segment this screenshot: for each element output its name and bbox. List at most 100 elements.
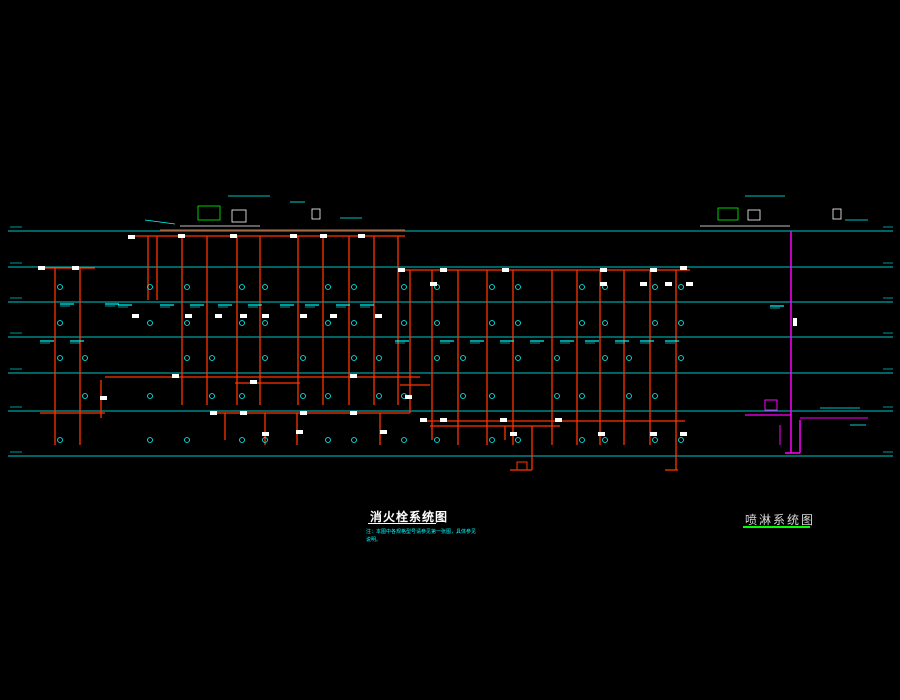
alarm-valve [764, 399, 778, 411]
hydrant-symbol [262, 437, 268, 443]
hydrant-symbol [434, 355, 440, 361]
hydrant-symbol [239, 320, 245, 326]
hydrant-symbol [351, 284, 357, 290]
hydrant-symbol [678, 284, 684, 290]
tag-box [185, 314, 192, 318]
hydrant-symbol [184, 437, 190, 443]
tag-box [128, 235, 135, 239]
hydrant-symbol [460, 355, 466, 361]
hydrant-symbol [602, 355, 608, 361]
hydrant-symbol [626, 355, 632, 361]
tag-box [350, 411, 357, 415]
hydrant-symbol [262, 355, 268, 361]
tag-box [686, 282, 693, 286]
tag-box [440, 418, 447, 422]
hydrant-symbol [554, 355, 560, 361]
tag-box [290, 234, 297, 238]
tag-box [793, 318, 797, 326]
tag-box [650, 268, 657, 272]
tag-box [215, 314, 222, 318]
tag-box [300, 411, 307, 415]
tag-box [555, 418, 562, 422]
tag-box [210, 411, 217, 415]
hydrant-symbol [147, 393, 153, 399]
hydrant-symbol [489, 284, 495, 290]
tag-box [380, 430, 387, 434]
tag-box [296, 430, 303, 434]
hydrant-symbol [579, 320, 585, 326]
hydrant-symbol [489, 437, 495, 443]
hydrant-symbol [515, 355, 521, 361]
water-tank [197, 205, 221, 221]
hydrant-symbol [579, 393, 585, 399]
hydrant-symbol [239, 284, 245, 290]
hydrant-symbol [602, 320, 608, 326]
tag-box [350, 374, 357, 378]
hydrant-symbol [401, 320, 407, 326]
tag-box [420, 418, 427, 422]
tag-box [600, 282, 607, 286]
hydrant-symbol [554, 393, 560, 399]
tag-box [38, 266, 45, 270]
hydrant-symbol [401, 284, 407, 290]
tag-box [178, 234, 185, 238]
hydrant-symbol [678, 320, 684, 326]
tag-box [262, 314, 269, 318]
hydrant-symbol [376, 355, 382, 361]
hydrant-symbol [652, 320, 658, 326]
tag-box [72, 266, 79, 270]
hydrant-symbol [515, 284, 521, 290]
tag-box [262, 432, 269, 436]
hydrant-symbol [209, 393, 215, 399]
hydrant-symbol [147, 320, 153, 326]
hydrant-symbol [579, 437, 585, 443]
tag-box [398, 268, 405, 272]
valve-box [516, 461, 528, 471]
hydrant-symbol [325, 393, 331, 399]
tag-box [440, 268, 447, 272]
hydrant-symbol [626, 393, 632, 399]
tag-box [375, 314, 382, 318]
sprinkler-title-underline [743, 526, 810, 528]
pump-box [231, 209, 247, 223]
tag-box [680, 266, 687, 270]
hydrant-symbol [325, 320, 331, 326]
tag-box [405, 395, 412, 399]
hydrant-symbol [239, 437, 245, 443]
hydrant-symbol [515, 437, 521, 443]
hydrant-symbol [652, 437, 658, 443]
hydrant-symbol [652, 284, 658, 290]
hydrant-system-title: 消火栓系统图 [370, 510, 449, 524]
tag-box [100, 396, 107, 400]
tag-box [240, 411, 247, 415]
hydrant-symbol [82, 393, 88, 399]
hydrant-symbol [489, 320, 495, 326]
hydrant-symbol [57, 284, 63, 290]
hydrant-symbol [325, 437, 331, 443]
tag-box [430, 282, 437, 286]
tag-box [600, 268, 607, 272]
tag-box [240, 314, 247, 318]
tag-box [500, 418, 507, 422]
sprinkler-system-title: 喷淋系统图 [745, 513, 816, 527]
hydrant-symbol [401, 437, 407, 443]
hydrant-symbol [209, 355, 215, 361]
hydrant-symbol [678, 437, 684, 443]
hydrant-symbol [184, 284, 190, 290]
hydrant-symbol [434, 320, 440, 326]
pump-box [747, 209, 761, 221]
hydrant-symbol [460, 393, 466, 399]
hydrant-symbol [351, 355, 357, 361]
hydrant-symbol [262, 320, 268, 326]
hydrant-symbol [325, 284, 331, 290]
tag-box [330, 314, 337, 318]
tag-box [680, 432, 687, 436]
hydrant-symbol [579, 284, 585, 290]
hydrant-symbol [515, 320, 521, 326]
hydrant-symbol [239, 393, 245, 399]
hydrant-symbol [147, 437, 153, 443]
hydrant-symbol [184, 355, 190, 361]
hydrant-symbol [351, 320, 357, 326]
hydrant-title-underline [368, 523, 436, 524]
